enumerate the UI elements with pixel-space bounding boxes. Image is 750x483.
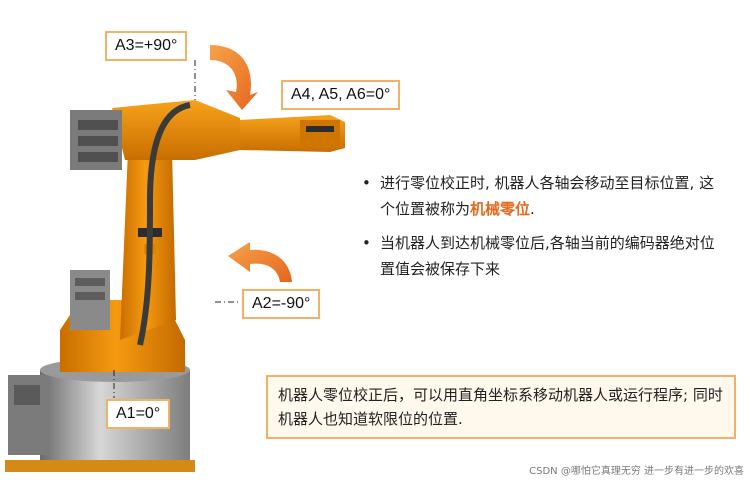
bullet-text-end: . <box>530 200 535 218</box>
robot-upper-arm <box>70 100 345 170</box>
note-box: 机器人零位校正后，可以用直角坐标系移动机器人或运行程序; 同时机器人也知道软限位… <box>266 375 736 439</box>
bullet-item: 当机器人到达机械零位后,各轴当前的编码器绝对位置值会被保存下来 <box>362 230 722 282</box>
axis-label-a4-a5-a6: A4, A5, A6=0° <box>281 80 400 110</box>
rotation-arrow-a2-icon <box>228 242 292 282</box>
bullet-text: 当机器人到达机械零位后,各轴当前的编码器绝对位置值会被保存下来 <box>380 234 715 278</box>
bullet-item: 进行零位校正时, 机器人各轴会移动至目标位置, 这个位置被称为机械零位. <box>362 170 722 222</box>
bullet-text: 进行零位校正时, 机器人各轴会移动至目标位置, 这个位置被称为 <box>380 174 714 218</box>
watermark: CSDN @哪怕它真理无穷 进一步有进一步的欢喜 <box>529 462 744 477</box>
rotation-arrow-a3-icon <box>210 45 258 110</box>
axis-label-a1: A1=0° <box>106 399 170 429</box>
highlight-term: 机械零位 <box>470 200 530 218</box>
axis-label-a2: A2=-90° <box>242 289 320 319</box>
axis-label-a3: A3=+90° <box>105 31 187 61</box>
explanation-bullets: 进行零位校正时, 机器人各轴会移动至目标位置, 这个位置被称为机械零位. 当机器… <box>362 170 722 290</box>
